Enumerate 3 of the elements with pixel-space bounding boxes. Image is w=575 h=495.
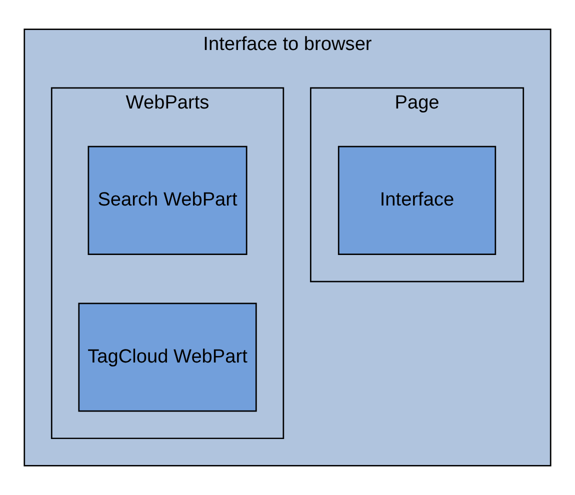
node-box: Search WebPart xyxy=(88,146,248,255)
node-box: Interface xyxy=(338,146,496,255)
node-box: TagCloud WebPart xyxy=(78,302,257,412)
